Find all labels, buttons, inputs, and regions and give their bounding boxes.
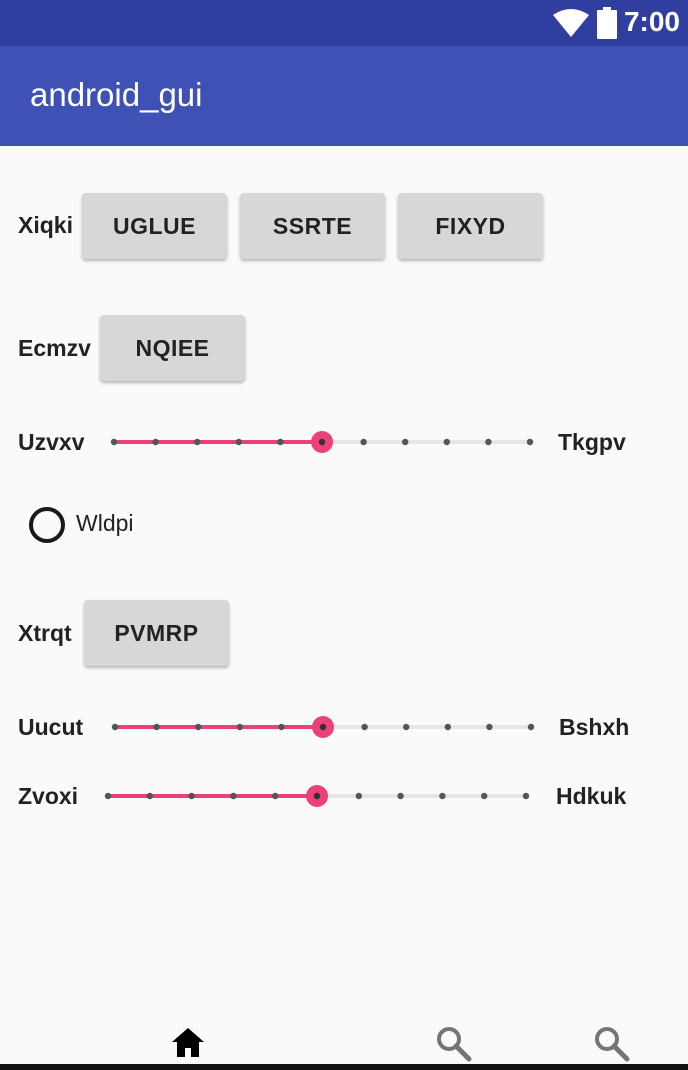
slider-2[interactable] (111, 707, 535, 747)
slider-tick (361, 723, 368, 731)
slider-1-end-label: Tkgpv (558, 429, 626, 455)
slider-tick (236, 723, 243, 731)
wldpi-radio-label: Wldpi (76, 510, 134, 536)
slider-tick (486, 723, 493, 731)
bottom-edge (0, 1064, 688, 1070)
search-icon[interactable] (436, 1026, 472, 1062)
slider-2-start-label: Uucut (18, 714, 84, 740)
slider-tick (439, 792, 446, 800)
slider-tick (402, 438, 409, 446)
search-icon[interactable] (594, 1026, 630, 1062)
app-title: android_gui (30, 76, 203, 113)
slider-tick (194, 438, 201, 446)
slider-tick (355, 792, 362, 800)
bottom-navigation (0, 1010, 688, 1070)
ecmzv-label: Ecmzv (18, 335, 91, 361)
slider-tick (522, 792, 530, 800)
slider-tick (230, 792, 237, 800)
slider-tick (360, 438, 367, 446)
slider-1-track[interactable] (110, 422, 534, 462)
xtrqt-label: Xtrqt (18, 620, 72, 646)
slider-3-track[interactable] (104, 776, 530, 816)
slider-tick (403, 723, 410, 731)
slider-thumb-center (319, 723, 327, 731)
ssrte-button[interactable]: SSRTE (240, 193, 385, 259)
slider-tick (110, 438, 118, 446)
slider-3-start-label: Zvoxi (18, 783, 79, 809)
nqiee-button[interactable]: NQIEE (100, 315, 245, 381)
uglue-button[interactable]: UGLUE (82, 193, 227, 259)
fixyd-button[interactable]: FIXYD (398, 193, 543, 259)
slider-tick (104, 792, 112, 800)
slider-3[interactable] (104, 776, 530, 816)
wldpi-radio[interactable] (29, 507, 65, 543)
slider-tick (146, 792, 153, 800)
xiqki-label: Xiqki (18, 212, 73, 238)
wifi-icon (553, 9, 589, 37)
slider-tick (526, 438, 534, 446)
slider-2-track[interactable] (111, 707, 535, 747)
slider-tick (527, 723, 535, 731)
slider-3-end-label: Hdkuk (556, 783, 627, 809)
slider-tick (278, 723, 285, 731)
slider-thumb-center (313, 792, 321, 800)
slider-1[interactable] (110, 422, 534, 462)
slider-tick (443, 438, 450, 446)
slider-tick (152, 438, 159, 446)
slider-2-end-label: Bshxh (559, 714, 630, 740)
slider-tick (277, 438, 284, 446)
slider-thumb-center (318, 438, 326, 446)
slider-tick (444, 723, 451, 731)
slider-tick (272, 792, 279, 800)
home-icon[interactable] (170, 1026, 206, 1058)
slider-tick (153, 723, 160, 731)
status-bar: 7:00 (0, 0, 688, 46)
battery-icon (597, 7, 617, 39)
slider-tick (188, 792, 195, 800)
slider-tick (235, 438, 242, 446)
slider-tick (195, 723, 202, 731)
slider-tick (111, 723, 119, 731)
slider-tick (485, 438, 492, 446)
status-time: 7:00 (623, 6, 680, 37)
app-bar: android_gui (0, 46, 688, 146)
pvmrp-button[interactable]: PVMRP (84, 600, 229, 666)
slider-tick (397, 792, 404, 800)
slider-tick (481, 792, 488, 800)
slider-1-start-label: Uzvxv (18, 429, 85, 455)
